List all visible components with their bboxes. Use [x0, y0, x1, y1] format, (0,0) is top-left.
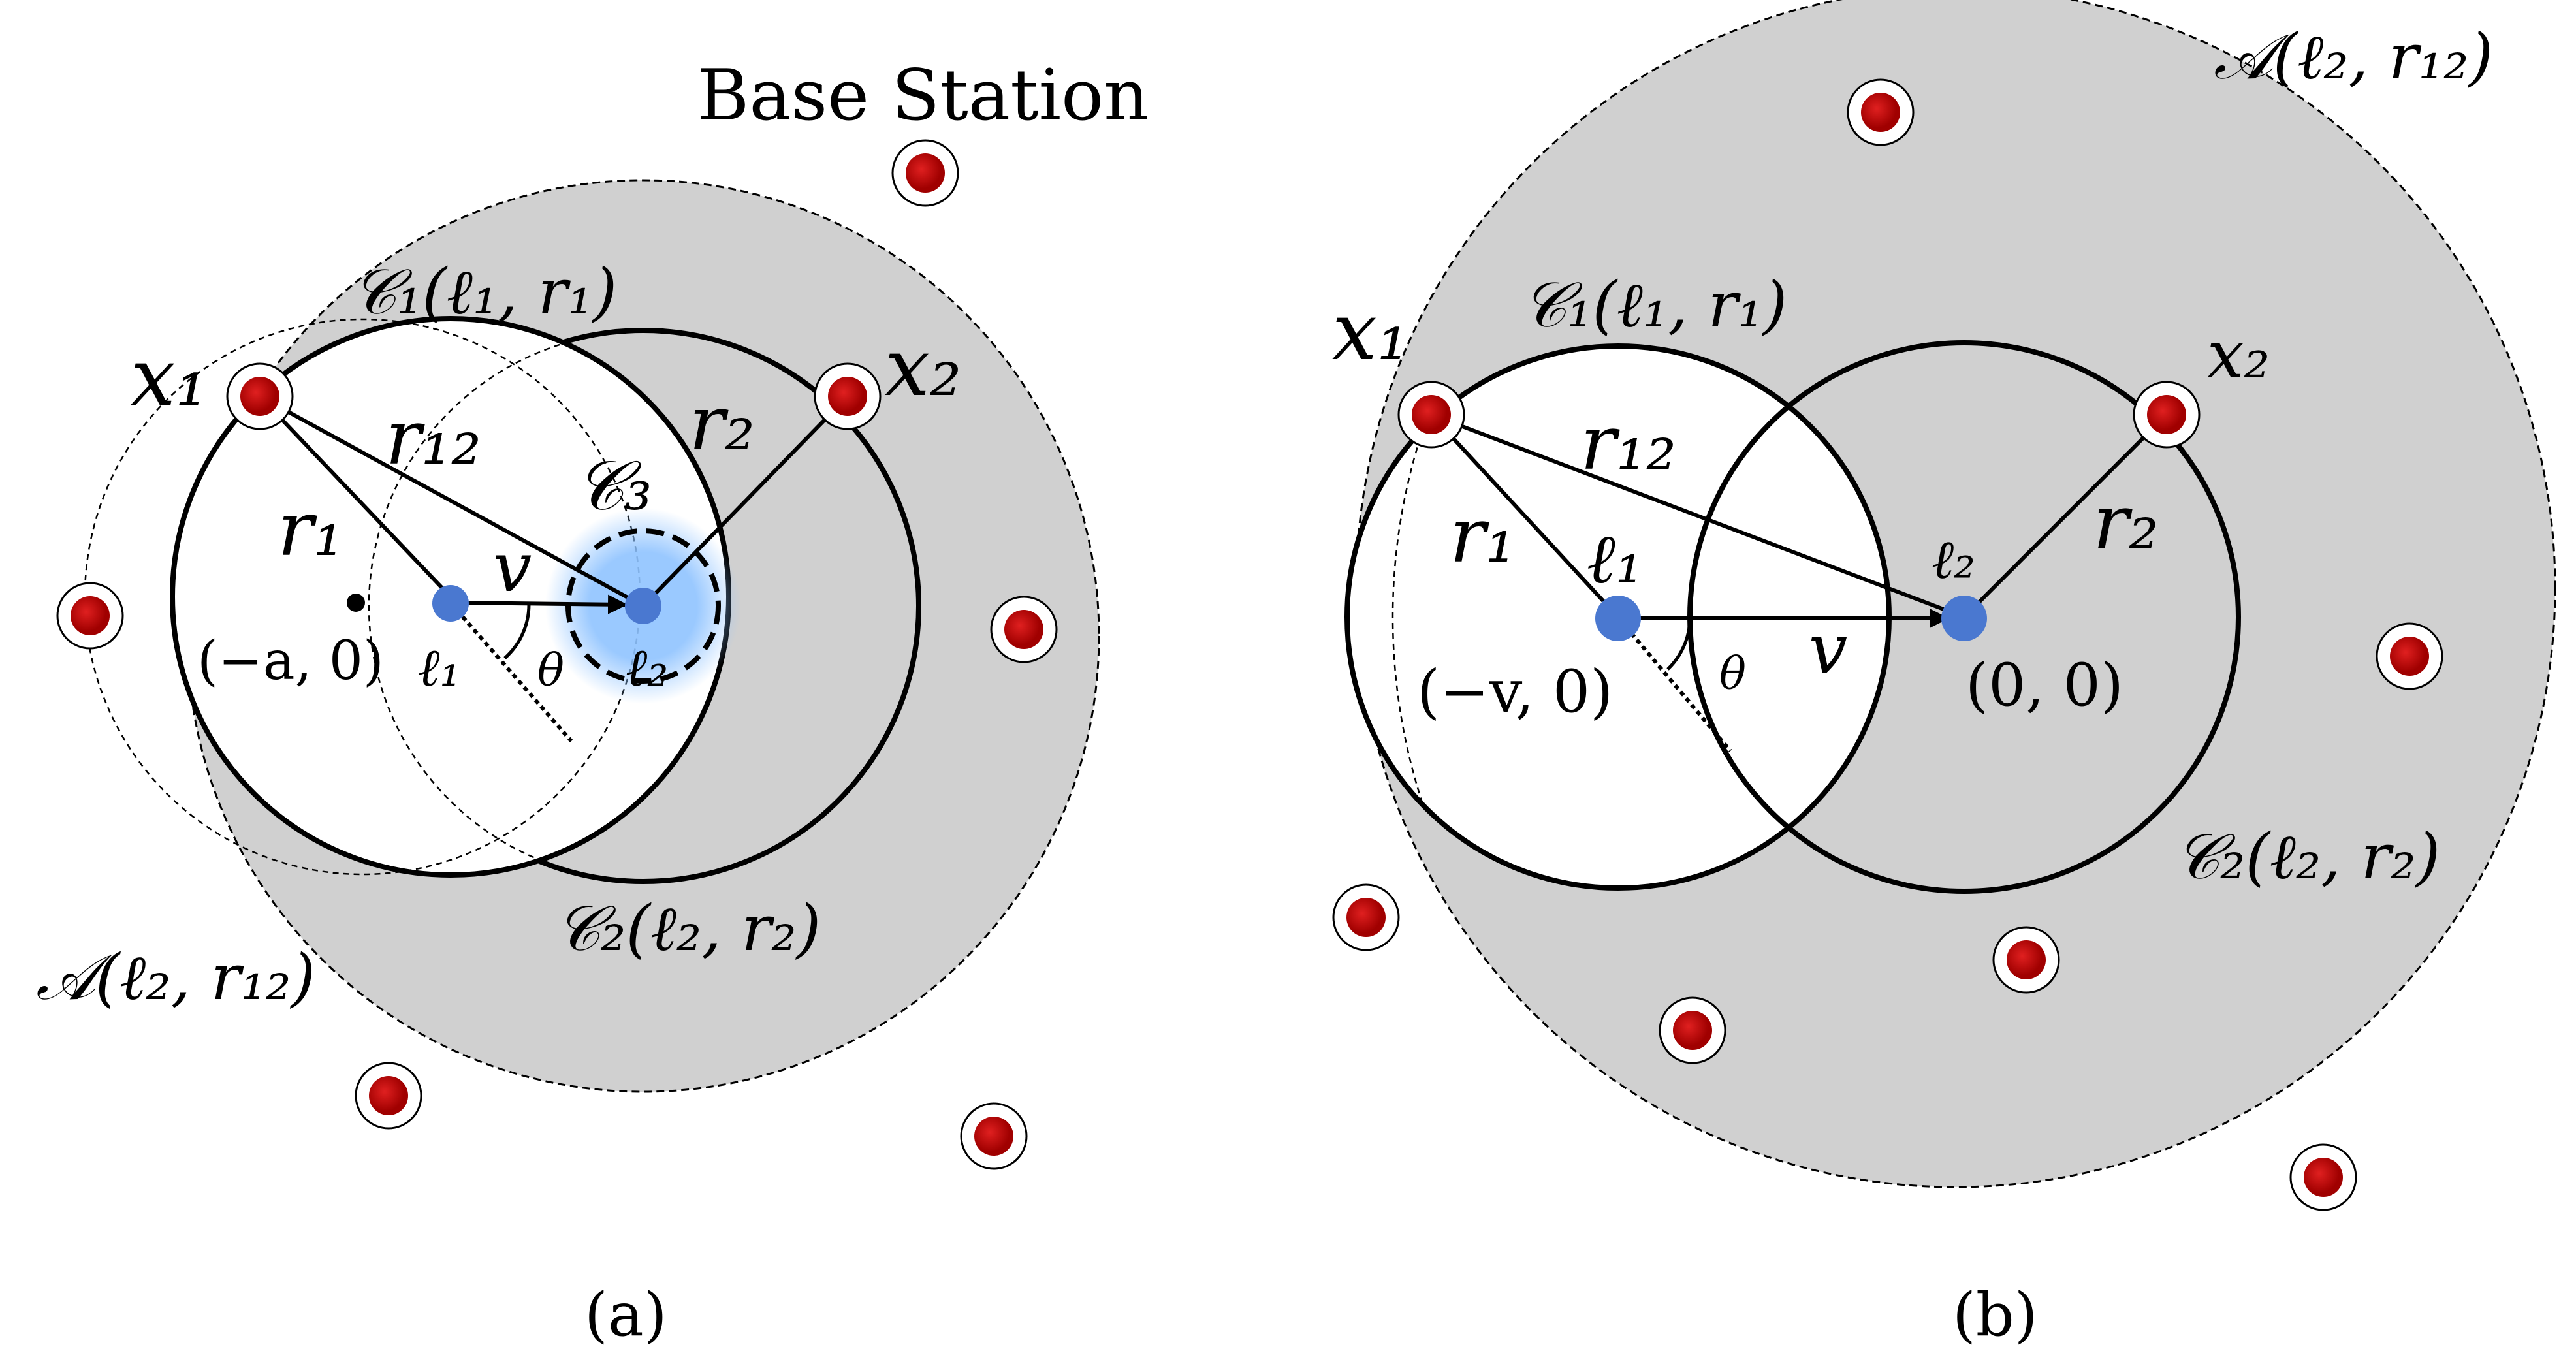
label-c2-b: 𝒞₂(ℓ₂, r₂) [2174, 820, 2440, 893]
label-c1-b: 𝒞₁(ℓ₁, r₁) [1521, 268, 1787, 342]
arrow-v-a [456, 594, 628, 614]
circle-c3 [565, 528, 721, 684]
area-boundary-in-c1-b [1391, 427, 1425, 807]
label-r2-a: r₂ [689, 380, 755, 468]
panel-a: Base Station x₁ x₂ 𝒞₁(ℓ₁, r₁) r₁₂ r₁ r₂ … [36, 55, 1149, 1350]
base-station-b-3 [1332, 883, 1400, 951]
label-c3: 𝒞₃ [575, 446, 652, 526]
label-origin-a: (−a, 0) [197, 630, 384, 692]
line-r12-b [1430, 413, 1966, 620]
label-r1-a: r₁ [278, 486, 343, 573]
label-l1-a: ℓ₁ [418, 637, 460, 698]
label-v-b: v [1809, 609, 1847, 689]
base-station-label: Base Station [697, 55, 1149, 136]
area-b-circle [1355, 0, 2556, 1188]
theta-arc-a [503, 604, 531, 659]
label-x2-b: x₂ [2207, 317, 2270, 393]
label-r2-b: r₂ [2093, 479, 2159, 567]
caption-b: (b) [1952, 1280, 2038, 1350]
theta-arc-b [1666, 618, 1692, 671]
base-station-a-2 [990, 596, 1058, 663]
dotted-line-a [455, 609, 573, 742]
base-station-a-3 [56, 582, 124, 650]
origin-point-a [347, 594, 365, 612]
label-theta-b: θ [1719, 648, 1746, 700]
base-station-a-4 [355, 1062, 422, 1130]
label-area-a: 𝒜(ℓ₂, r₁₂) [36, 941, 315, 1014]
label-coord-l1-b: (−v, 0) [1417, 658, 1613, 726]
label-l2-a: ℓ₂ [626, 637, 668, 698]
user-l2-a [625, 588, 661, 624]
label-l1-b: ℓ₁ [1587, 519, 1643, 599]
label-area-b: 𝒜(ℓ₂, r₁₂) [2214, 20, 2493, 93]
caption-a: (a) [584, 1280, 667, 1350]
label-r1-b: r₁ [1450, 492, 1516, 580]
line-r1-b [1429, 413, 1620, 619]
base-station-a-5 [960, 1102, 1028, 1170]
line-r2-b [1962, 413, 2169, 619]
label-c1-a: 𝒞₁(ℓ₁, r₁) [351, 255, 617, 328]
label-x1-a: x₁ [131, 331, 208, 424]
base-station-b-2 [2376, 622, 2443, 690]
base-station-b-1 [1847, 78, 1915, 146]
base-station-x1-b [1397, 381, 1465, 449]
label-x1-b: x₁ [1332, 285, 1409, 378]
user-l1-b [1595, 596, 1641, 641]
line-r1-a [258, 394, 453, 599]
panel-b: 𝒜(ℓ₂, r₁₂) x₁ 𝒞₁(ℓ₁, r₁) x₂ r₁₂ r₁ ℓ₁ ℓ₂… [1332, 0, 2556, 1350]
label-x2-a: x₂ [885, 321, 962, 414]
label-v-a: v [493, 528, 532, 607]
base-station-b-5 [1659, 996, 1726, 1064]
label-r12-a: r₁₂ [385, 394, 481, 482]
user-l1-a [432, 585, 469, 622]
label-coord-l2-b: (0, 0) [1965, 651, 2123, 720]
user-l2-b [1941, 596, 1987, 641]
dotted-line-b [1624, 626, 1732, 752]
base-station-x2-a [814, 362, 882, 430]
label-r12-b: r₁₂ [1580, 400, 1676, 487]
base-station-b-6 [2289, 1143, 2357, 1211]
label-l2-b: ℓ₂ [1932, 529, 1975, 591]
base-station-a-1 [891, 139, 959, 207]
base-station-x2-b [2133, 381, 2201, 449]
label-c2-a: 𝒞₂(ℓ₂, r₂) [555, 892, 821, 965]
dashed-circle-right-a [368, 330, 919, 882]
base-station-b-4 [1992, 926, 2060, 994]
line-r2-a [641, 394, 850, 608]
line-r12-a [259, 394, 644, 608]
label-theta-a: θ [537, 645, 564, 697]
base-station-x1-a [226, 362, 294, 430]
